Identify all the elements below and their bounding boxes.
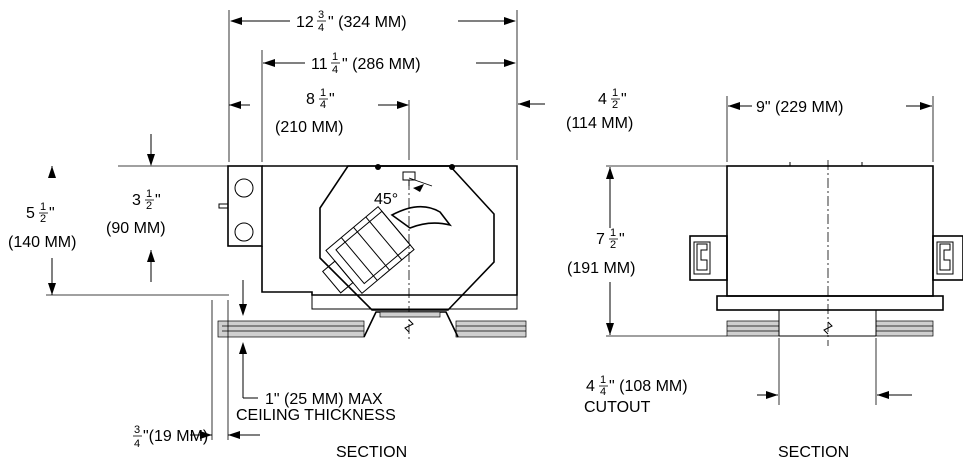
right-housing (726, 165, 934, 297)
right-section-drawing: 9" (229 MM) 7 1 2 " (191 MM) 4 1 4 " (10… (567, 96, 963, 461)
ceiling-note-line2: CEILING THICKNESS (236, 407, 396, 424)
trim-plate (311, 294, 518, 310)
dim-box-height-frac-num: 1 (146, 188, 152, 200)
dim-cutout-frac-num: 1 (600, 374, 606, 386)
dim-clearance-frac-den: 2 (612, 99, 618, 111)
dim-height-right-label: 7 (596, 231, 605, 248)
dim-bar-line (190, 431, 260, 439)
right-section-caption: SECTION (778, 444, 849, 461)
dim-height-label: 5 (26, 205, 35, 222)
cutout-label: CUTOUT (584, 399, 651, 416)
dim-offset-frac-num: 1 (320, 87, 326, 99)
dim-bar-frac-den: 4 (134, 438, 140, 450)
dim-overall-width-frac-den: 4 (318, 22, 324, 34)
dim-height-right-mark: " (619, 231, 625, 248)
dim-offset-frac-den: 4 (320, 99, 326, 111)
dim-inner-width-metric: " (286 MM) (342, 56, 421, 73)
right-trim-plate (716, 295, 944, 311)
dim-height-frac-num: 1 (40, 201, 46, 213)
dim-box-height-metric: (90 MM) (106, 220, 166, 237)
dim-offset-line (229, 101, 409, 109)
angle-label: 45° (374, 191, 398, 208)
dim-clearance-label: 4 (598, 91, 607, 108)
dim-cutout-line (757, 391, 912, 399)
dim-height-right-metric: (191 MM) (567, 260, 635, 277)
dim-bar-frac-num: 3 (134, 424, 140, 436)
ceiling-left (217, 320, 527, 338)
knockout-lower (234, 222, 254, 242)
dim-clearance-metric: (114 MM) (566, 115, 633, 132)
dim-cutout-label: 4 (586, 378, 595, 395)
dim-width-line (728, 102, 932, 110)
dim-height-right-frac-den: 2 (610, 239, 616, 251)
dim-box-height-line (147, 134, 155, 282)
dim-overall-width-frac-num: 3 (318, 9, 324, 21)
dim-inner-width-label: 11 (311, 56, 328, 73)
dim-box-height-frac-den: 2 (146, 200, 152, 212)
dim-cutout-frac-den: 4 (600, 386, 606, 398)
dim-height-right-frac-num: 1 (610, 227, 616, 239)
ceiling-right (726, 310, 934, 337)
left-section-drawing: 12 3 4 " (324 MM) 11 1 4 " (286 MM) 8 1 … (8, 9, 633, 461)
dim-width-label: 9" (229 MM) (756, 99, 843, 116)
dim-height-line (48, 166, 56, 295)
dim-overall-width-label: 12 (296, 14, 314, 31)
ceiling-note-line1: 1" (25 MM) MAX (265, 391, 383, 408)
dim-height-mark: " (49, 205, 55, 222)
dim-overall-width-line (230, 17, 516, 25)
ceiling-thickness-leader (239, 280, 258, 399)
right-mounting-bracket (932, 235, 963, 281)
dim-clearance-line (518, 100, 545, 108)
lamp-assembly (319, 164, 495, 311)
left-mounting-bracket (689, 235, 728, 281)
dim-cutout-metric: " (108 MM) (609, 378, 688, 395)
dim-inner-width-frac-den: 4 (332, 64, 338, 76)
dim-clearance-mark: " (621, 91, 627, 108)
dim-offset-label: 8 (306, 91, 315, 108)
housing-body (261, 165, 518, 296)
dim-offset-metric: (210 MM) (275, 119, 343, 136)
dim-height-right-line (606, 167, 614, 335)
left-section-caption: SECTION (336, 444, 407, 461)
trim-cone (363, 311, 459, 338)
dim-bar-label: "(19 MM) (143, 428, 208, 445)
dim-box-height-label: 3 (132, 192, 141, 209)
junction-box (227, 165, 263, 247)
dim-box-height-mark: " (155, 192, 161, 209)
dim-inner-width-line (263, 59, 516, 67)
dim-offset-mark: " (329, 91, 335, 108)
dim-inner-width-frac-num: 1 (332, 51, 338, 63)
dim-height-metric: (140 MM) (8, 234, 76, 251)
knockout-upper (234, 178, 254, 198)
dim-clearance-frac-num: 1 (612, 87, 618, 99)
dim-overall-width-metric: " (324 MM) (328, 14, 407, 31)
dim-height-frac-den: 2 (40, 213, 46, 225)
